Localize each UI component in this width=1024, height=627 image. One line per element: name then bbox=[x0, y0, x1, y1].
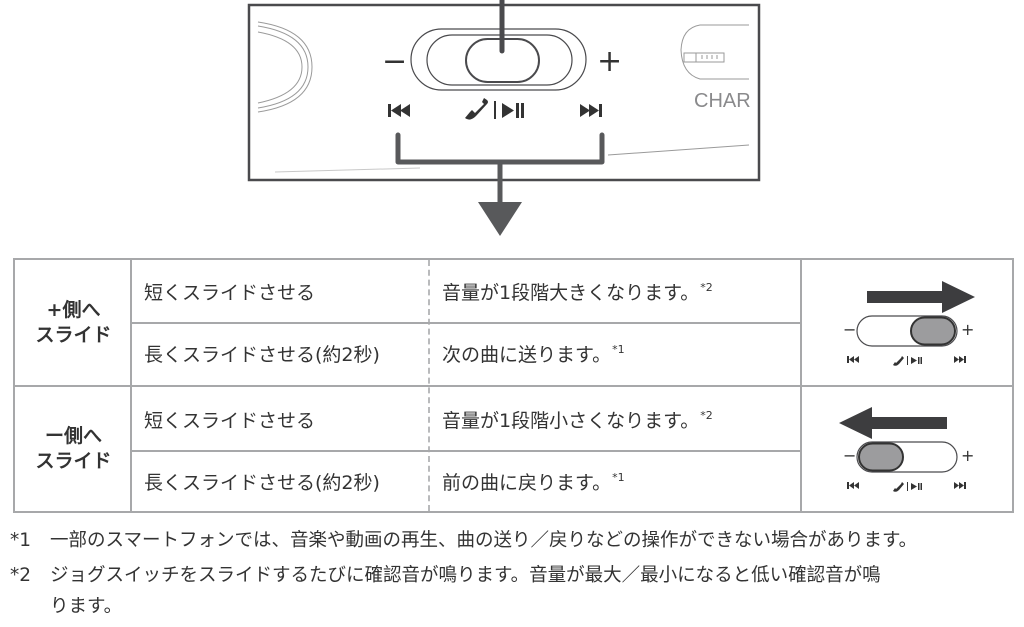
mini-phone-play-pause-icon bbox=[893, 482, 922, 492]
mini-phone-play-pause-icon bbox=[893, 355, 922, 366]
footnote-mark: *2 bbox=[10, 565, 32, 586]
direction-label-line: スライド bbox=[35, 323, 112, 346]
mini-minus-label: − bbox=[843, 446, 856, 465]
right-arrow-icon bbox=[867, 280, 975, 313]
minus-label: − bbox=[382, 44, 407, 79]
result-cell: 次の曲に送ります。*1 bbox=[430, 322, 802, 385]
action-cell: 短くスライドさせる bbox=[144, 409, 316, 432]
charge-port-icon bbox=[680, 24, 749, 80]
row-divider bbox=[130, 322, 802, 324]
result-cell: 音量が1段階小さくなります。*2 bbox=[430, 387, 802, 451]
mini-switch-knob bbox=[858, 442, 904, 472]
direction-label-line: +側へ bbox=[46, 298, 101, 321]
result-cell: 音量が1段階大きくなります。*2 bbox=[430, 260, 802, 322]
left-arrow-icon bbox=[839, 407, 947, 439]
footnote-ref: *2 bbox=[700, 408, 713, 422]
direction-cell-plus: +側へ スライド bbox=[15, 260, 132, 385]
plus-label: + bbox=[597, 44, 622, 79]
skip-previous-icon bbox=[388, 104, 410, 117]
ring-decoration bbox=[257, 21, 313, 113]
mini-plus-label: + bbox=[961, 446, 974, 465]
result-cell: 前の曲に戻ります。*1 bbox=[430, 451, 802, 511]
slide-left-illustration: − + bbox=[839, 407, 974, 492]
illustration-cell-minus: − + bbox=[802, 387, 1012, 511]
mini-skip-previous-icon bbox=[847, 482, 859, 489]
direction-cell-minus: ー側へ スライド bbox=[15, 387, 132, 511]
phone-play-pause-icon bbox=[465, 98, 524, 120]
footnote-ref: *2 bbox=[700, 280, 713, 294]
skip-next-icon bbox=[580, 104, 602, 117]
footnote-ref: *1 bbox=[612, 343, 625, 356]
footnote-mark: *1 bbox=[10, 530, 32, 551]
footnote-text: ジョグスイッチをスライドするたびに確認音が鳴ります。音量が最大／最小になると低い… bbox=[50, 565, 881, 586]
mini-skip-previous-icon bbox=[847, 355, 859, 363]
direction-label-line: スライド bbox=[35, 450, 112, 472]
decor-line bbox=[607, 144, 750, 156]
decor-line bbox=[274, 167, 421, 173]
footnote-2: *2 ジョグスイッチをスライドするたびに確認音が鳴ります。音量が最大／最小になると… bbox=[10, 561, 881, 587]
mini-plus-label: + bbox=[961, 320, 974, 339]
result-text: 前の曲に戻ります。 bbox=[442, 471, 612, 494]
footnote-1: *1 一部のスマートフォンでは、音楽や動画の再生、曲の送り／戻りなどの操作ができな… bbox=[10, 526, 917, 552]
footnote-text: 一部のスマートフォンでは、音楽や動画の再生、曲の送り／戻りなどの操作ができない場… bbox=[50, 530, 918, 551]
port-label: CHAR bbox=[694, 90, 751, 112]
slide-right-illustration: − + bbox=[843, 280, 975, 366]
row-divider bbox=[130, 450, 802, 452]
mini-skip-next-icon bbox=[954, 482, 966, 489]
mini-minus-label: − bbox=[843, 320, 856, 339]
action-cell: 長くスライドさせる(約2秒) bbox=[144, 471, 380, 494]
footnote-ref: *1 bbox=[612, 470, 625, 484]
mini-skip-next-icon bbox=[954, 355, 966, 363]
illustration-cell-plus: − + bbox=[802, 260, 1012, 385]
result-text: 次の曲に送ります。 bbox=[442, 344, 612, 366]
device-illustration: CHAR − + bbox=[247, 0, 761, 236]
action-cell: 短くスライドさせる bbox=[144, 281, 316, 304]
group-divider bbox=[15, 385, 1012, 387]
down-arrow-icon bbox=[478, 202, 522, 236]
direction-label-line: ー側へ bbox=[44, 425, 102, 447]
result-text: 音量が1段階大きくなります。 bbox=[442, 281, 700, 304]
action-cell: 長くスライドさせる(約2秒) bbox=[144, 344, 380, 366]
result-text: 音量が1段階小さくなります。 bbox=[442, 409, 700, 432]
operation-table: +側へ スライド 短くスライドさせる 音量が1段階大きくなります。*2 長くスラ… bbox=[13, 258, 1014, 513]
footnote-2-continuation: ります。 bbox=[50, 596, 123, 617]
mini-switch-knob bbox=[910, 316, 956, 345]
